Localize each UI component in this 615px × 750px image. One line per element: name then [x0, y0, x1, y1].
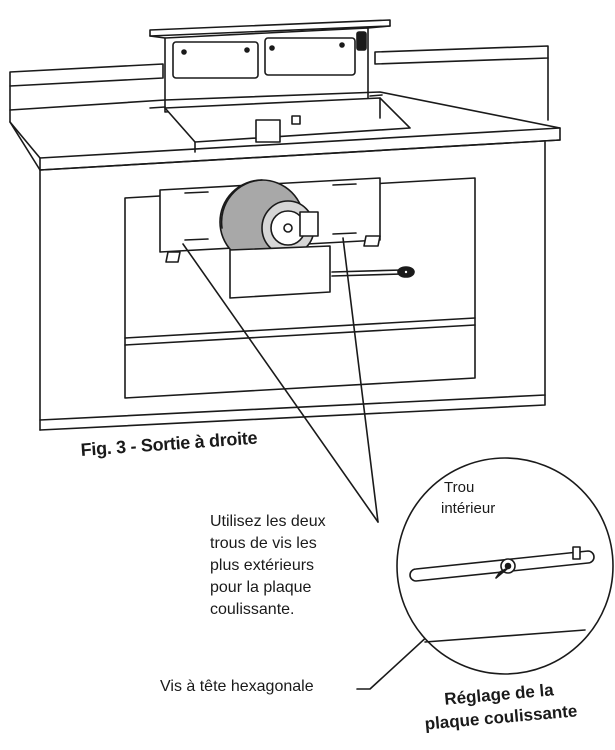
downdraft-chimney — [149, 19, 391, 113]
hex-screw-callout: Vis à tête hexagonale — [160, 678, 314, 695]
detail-circle — [396, 457, 614, 675]
callout-line: trous de vis les — [210, 535, 317, 552]
callout-line: intérieur — [441, 500, 496, 517]
callout-line: plus extérieurs — [210, 557, 315, 574]
inner-hole-callout: Trou intérieur — [441, 477, 496, 519]
blower-assembly — [159, 177, 415, 299]
screw-holes-callout: Utilisez les deux trous de vis les plus … — [210, 511, 380, 621]
countertop — [9, 45, 561, 171]
callout-line: coulissante. — [210, 601, 295, 618]
callout-line: Utilisez les deux — [210, 513, 326, 530]
callout-line: Trou — [444, 479, 475, 496]
callout-line: pour la plaque — [210, 579, 312, 596]
